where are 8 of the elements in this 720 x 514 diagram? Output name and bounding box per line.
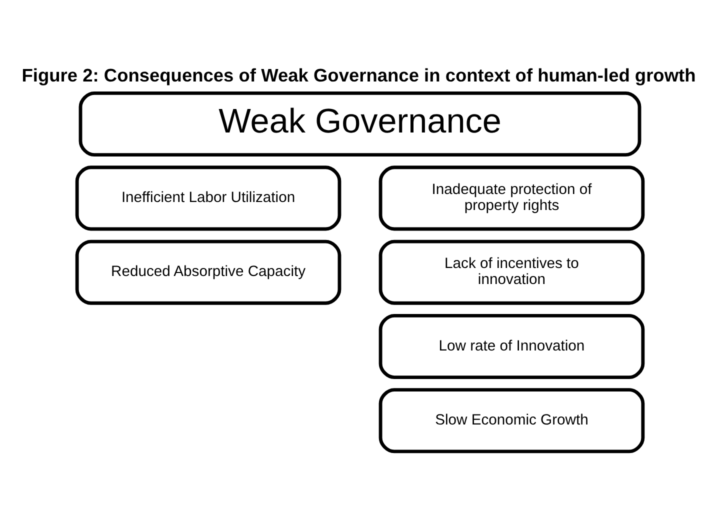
node-box: Weak Governance — [78, 91, 642, 156]
node-box: Slow Economic Growth — [378, 388, 645, 453]
node-box: Inefficient Labor Utilization — [75, 165, 342, 230]
node-box: Low rate of Innovation — [378, 313, 645, 378]
node-box: Reduced Absorptive Capacity — [75, 239, 342, 304]
diagram-title: Figure 2: Consequences of Weak Governance in context of human-led growth — [22, 64, 696, 86]
node-box: Inadequate protection of property rights — [378, 165, 645, 230]
node-box: Lack of incentives to innovation — [378, 239, 645, 304]
